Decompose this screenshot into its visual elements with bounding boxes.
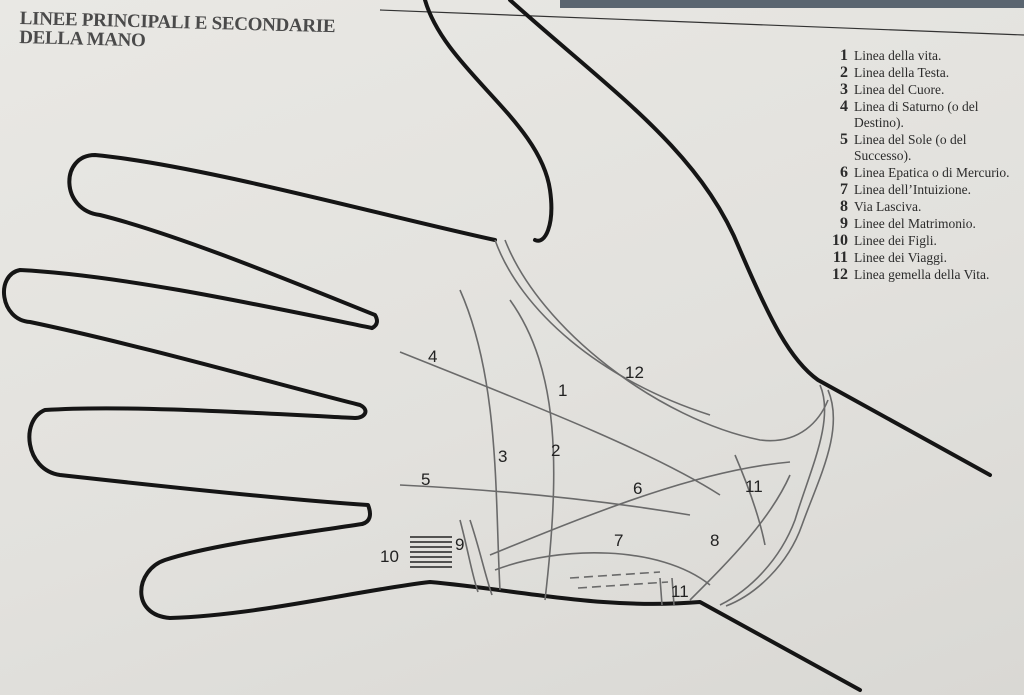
legend-item: 1 Linea della vita. [822,48,1022,64]
label-2: 2 [551,441,560,460]
line-9 [469,519,493,596]
legend-item: 6 Linea Epatica o di Mercurio. [822,165,1022,181]
line-5 [399,484,691,516]
palm-edge-double [725,389,835,607]
legend-number: 4 [840,98,848,115]
legend-item: 5 Linea del Sole (o del Successo). [822,132,1022,164]
line-9b [459,519,479,593]
legend-text: Linea Epatica o di Mercurio. [854,165,1010,180]
legend-text: Linea della Testa. [854,65,950,80]
legend-text: Via Lasciva. [854,199,922,214]
legend-number: 7 [840,181,848,198]
line-11-right [734,454,766,546]
line-11-bottom [659,577,675,606]
legend-text: Linea gemella della Vita. [854,267,990,282]
legend-item: 9 Linee del Matrimonio. [822,216,1022,232]
palm-edge [719,384,826,606]
label-9: 9 [455,535,464,554]
legend-text: Linea di Saturno (o del Destino). [854,99,979,130]
legend-item: 11 Linee dei Viaggi. [822,250,1022,266]
line-2 [509,299,555,601]
label-4: 4 [428,347,437,366]
legend-number: 3 [840,81,848,98]
legend-text: Linee dei Viaggi. [854,250,948,265]
legend-item: 7 Linea dell’Intuizione. [822,182,1022,198]
label-12: 12 [625,363,644,382]
legend-number: 11 [832,249,848,266]
legend-number: 10 [832,232,848,249]
legend-text: Linea del Cuore. [854,82,945,97]
legend-item: 12 Linea gemella della Vita. [822,267,1022,283]
legend-number: 12 [832,266,848,283]
legend-number: 1 [840,47,848,64]
legend-item: 2 Linea della Testa. [822,65,1022,81]
label-8: 8 [710,531,719,550]
line-8 [689,474,791,601]
label-11-bottom: 11 [671,582,689,601]
label-3: 3 [498,447,507,466]
line-6 [489,461,791,556]
legend-text: Linee dei Figli. [854,233,937,248]
line-1 [504,239,829,442]
legend-number: 8 [840,198,848,215]
legend-text: Linee del Matrimonio. [854,216,976,231]
thumb-outer-edge [508,0,992,477]
legend-number: 5 [840,131,848,148]
label-1: 1 [558,381,567,400]
legend: 1 Linea della vita. 2 Linea della Testa. 3… [822,48,1022,284]
legend-item: 8 Via Lasciva. [822,199,1022,215]
label-5: 5 [421,470,430,489]
children-lines [410,536,452,568]
legend-text: Linea della vita. [854,48,942,63]
palm-lines [399,239,835,607]
legend-number: 2 [840,64,848,81]
line-dashed [569,571,669,589]
line-7 [494,551,711,586]
line-12 [494,239,711,416]
line-3 [459,289,501,591]
legend-number: 9 [840,215,848,232]
legend-number: 6 [840,164,848,181]
legend-item: 3 Linea del Cuore. [822,82,1022,98]
label-11-right: 11 [745,477,763,496]
label-6: 6 [633,479,642,498]
page-edge [560,0,1024,8]
legend-text: Linea dell’Intuizione. [854,182,971,197]
legend-item: 4 Linea di Saturno (o del Destino). [822,99,1022,131]
thumb-inner-edge [423,0,554,243]
index-finger [67,153,497,330]
line-4 [399,351,721,496]
label-7: 7 [614,531,623,550]
legend-text: Linea del Sole (o del Successo). [854,132,967,163]
page-title: LINEE PRINCIPALI E SECONDARIE DELLA MANO [19,8,336,55]
ring-finger [27,406,372,526]
little-finger-and-wrist [139,522,862,692]
label-10: 10 [380,547,399,566]
middle-finger [2,268,374,420]
top-rule [379,9,1024,36]
legend-item: 10 Linee dei Figli. [822,233,1022,249]
